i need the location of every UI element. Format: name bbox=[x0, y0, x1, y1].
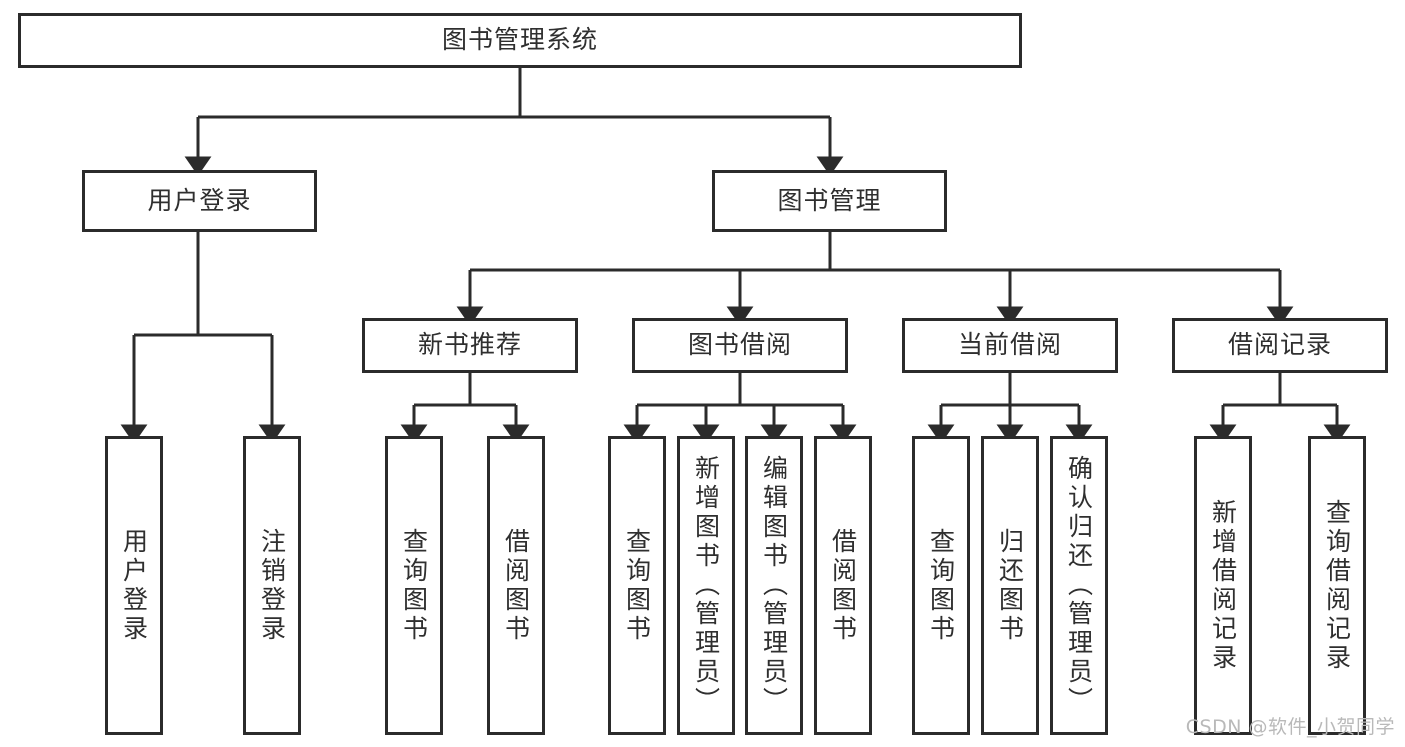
leaf-label: 查询图书 bbox=[622, 527, 652, 644]
leaf-borrow-record-query[interactable]: 查询借阅记录 bbox=[1308, 436, 1366, 735]
leaf-new-book-query[interactable]: 查询图书 bbox=[385, 436, 443, 735]
node-current-borrow[interactable]: 当前借阅 bbox=[902, 318, 1118, 373]
node-borrow-record-label: 借阅记录 bbox=[1227, 330, 1332, 360]
leaf-label: 查询借阅记录 bbox=[1322, 498, 1352, 673]
leaf-label: 新增图书（管理员） bbox=[691, 455, 721, 716]
node-book-manage-label: 图书管理 bbox=[777, 185, 882, 215]
leaf-borrow-record-add[interactable]: 新增借阅记录 bbox=[1194, 436, 1252, 735]
leaf-user-login-login[interactable]: 用户登录 bbox=[105, 436, 163, 735]
leaf-label: 注销登录 bbox=[257, 527, 287, 644]
leaf-label: 确认归还（管理员） bbox=[1064, 455, 1094, 716]
node-new-book-recommend[interactable]: 新书推荐 bbox=[362, 318, 578, 373]
node-user-login[interactable]: 用户登录 bbox=[82, 170, 317, 232]
leaf-book-borrow-query[interactable]: 查询图书 bbox=[608, 436, 666, 735]
node-borrow-record[interactable]: 借阅记录 bbox=[1172, 318, 1388, 373]
leaf-book-borrow-borrow[interactable]: 借阅图书 bbox=[814, 436, 872, 735]
node-root-system[interactable]: 图书管理系统 bbox=[18, 13, 1022, 68]
node-current-borrow-label: 当前借阅 bbox=[957, 330, 1062, 360]
leaf-book-borrow-add[interactable]: 新增图书（管理员） bbox=[677, 436, 735, 735]
leaf-label: 归还图书 bbox=[995, 527, 1025, 644]
node-book-borrow-label: 图书借阅 bbox=[687, 330, 792, 360]
leaf-label: 新增借阅记录 bbox=[1208, 498, 1238, 673]
leaf-user-login-logout[interactable]: 注销登录 bbox=[243, 436, 301, 735]
leaf-current-borrow-confirm[interactable]: 确认归还（管理员） bbox=[1050, 436, 1108, 735]
node-new-book-recommend-label: 新书推荐 bbox=[417, 330, 522, 360]
leaf-label: 借阅图书 bbox=[828, 527, 858, 644]
csdn-watermark: CSDN @软件_小贺同学 bbox=[1185, 716, 1395, 738]
node-root-label: 图书管理系统 bbox=[441, 25, 598, 55]
leaf-label: 用户登录 bbox=[119, 527, 149, 644]
leaf-current-borrow-return[interactable]: 归还图书 bbox=[981, 436, 1039, 735]
leaf-label: 查询图书 bbox=[926, 527, 956, 644]
node-book-manage[interactable]: 图书管理 bbox=[712, 170, 947, 232]
node-user-login-label: 用户登录 bbox=[147, 185, 252, 215]
leaf-current-borrow-query[interactable]: 查询图书 bbox=[912, 436, 970, 735]
leaf-label: 借阅图书 bbox=[501, 527, 531, 644]
node-book-borrow[interactable]: 图书借阅 bbox=[632, 318, 848, 373]
leaf-label: 查询图书 bbox=[399, 527, 429, 644]
leaf-book-borrow-edit[interactable]: 编辑图书（管理员） bbox=[745, 436, 803, 735]
leaf-label: 编辑图书（管理员） bbox=[759, 455, 789, 716]
leaf-new-book-borrow[interactable]: 借阅图书 bbox=[487, 436, 545, 735]
